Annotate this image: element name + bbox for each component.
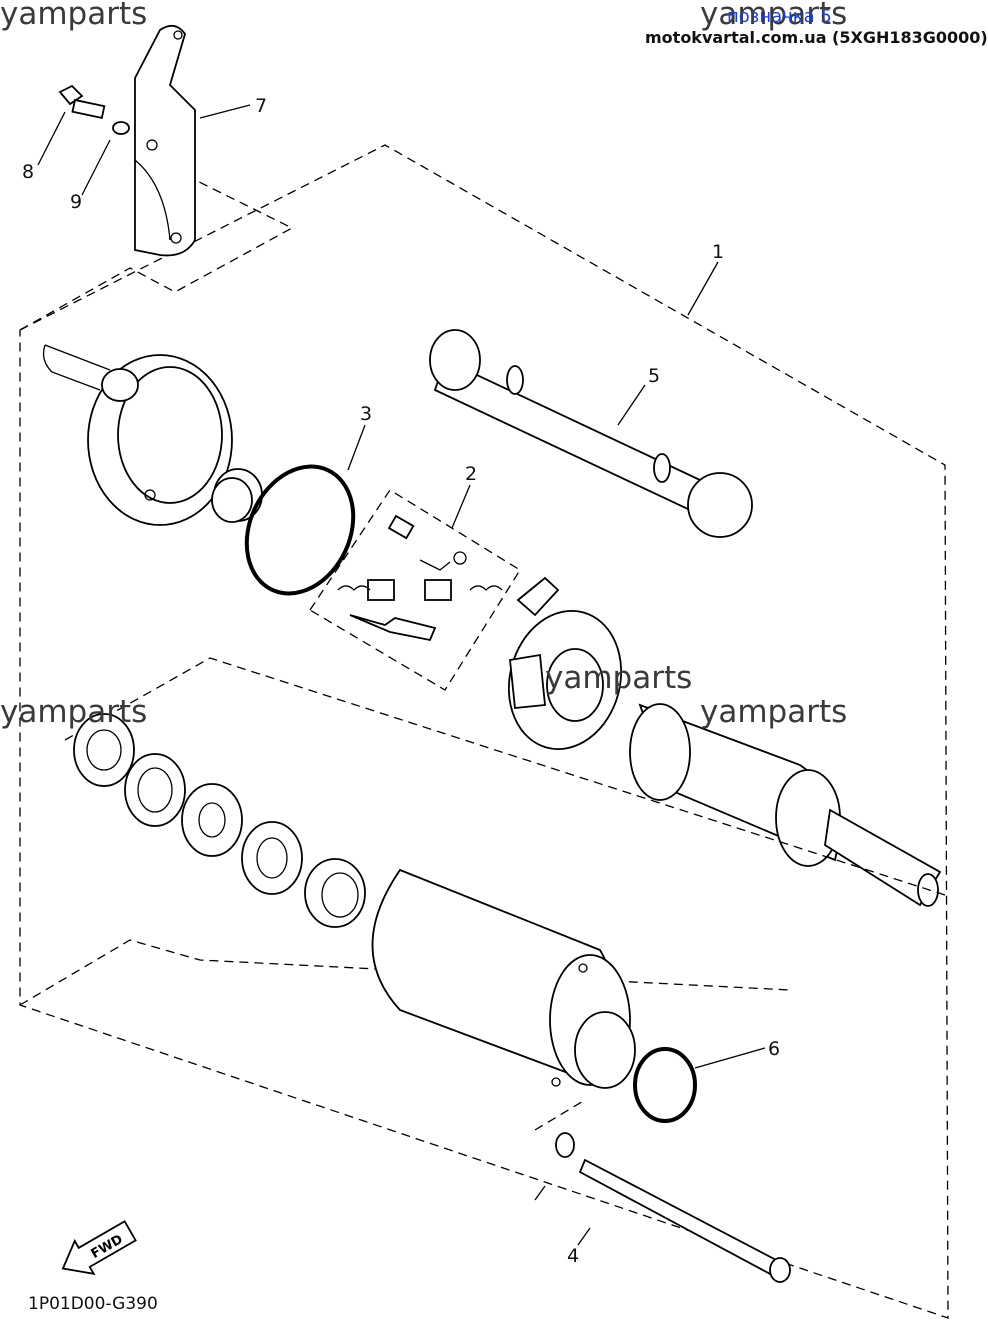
callout-9: 9: [70, 191, 82, 213]
watermark-top-right: yamparts: [700, 0, 848, 32]
diagram-code: 1P01D00-G390: [28, 1294, 158, 1314]
assembly-outline: [19, 144, 949, 1319]
through-bolt-part-4: [555, 1132, 791, 1283]
brush-set-part-2: [337, 514, 503, 642]
rod-part-5: [429, 329, 753, 538]
watermark-left: yamparts: [0, 694, 148, 730]
exploded-starter-motor-diagram: 1 2 3 4 5 6 7 8 9 FWD: [19, 24, 949, 1319]
callout-1: 1: [712, 241, 724, 263]
callout-8: 8: [22, 161, 34, 183]
watermark-right: yamparts: [700, 694, 848, 730]
front-cover: [42, 344, 233, 526]
callout-4: 4: [567, 1245, 579, 1267]
callout-5: 5: [648, 365, 660, 387]
yoke-housing: [371, 868, 636, 1089]
washer-part-9: [112, 121, 130, 135]
o-ring-part-6: [633, 1047, 697, 1123]
fwd-arrow-icon: FWD: [61, 1220, 137, 1276]
site-caption: motokvartal.com.ua (5XGH183G0000): [645, 28, 988, 47]
watermark-center: yamparts: [545, 660, 693, 696]
callout-3: 3: [360, 403, 372, 425]
brush-set-outline: [309, 489, 521, 691]
callout-6: 6: [768, 1038, 780, 1060]
brush-plate: [507, 576, 623, 750]
shim-washers: [73, 713, 366, 928]
callout-7: 7: [255, 95, 267, 117]
callout-2: 2: [465, 463, 477, 485]
bolt-part-8: [58, 84, 106, 120]
armature: [629, 703, 942, 907]
reference-link[interactable]: позначка 5: [727, 6, 832, 27]
bracket-part-7: [134, 24, 196, 257]
o-ring-part-3: [244, 464, 356, 596]
watermark-top-left: yamparts: [0, 0, 148, 32]
